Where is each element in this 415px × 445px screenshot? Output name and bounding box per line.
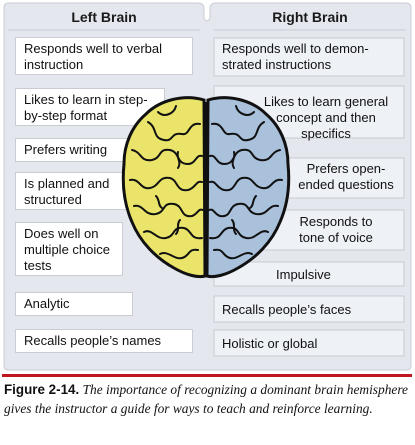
right-item: Responds well to demon-strated instructi…: [222, 41, 369, 72]
right-hemisphere: [205, 96, 291, 279]
right-box-bg: [213, 37, 405, 77]
right-item: Likes to learn general concept and then …: [263, 94, 389, 141]
left-item: Responds well to verbal instruction: [15, 37, 193, 75]
right-brain-header: Right Brain: [272, 9, 348, 25]
caption-rule: [2, 374, 412, 377]
brain-illustration: [121, 96, 291, 279]
right-item: Holistic or global: [222, 336, 318, 351]
right-item: Recalls people’s faces: [222, 302, 352, 317]
left-item: Analytic: [15, 292, 133, 316]
right-item: Impulsive: [276, 267, 331, 282]
right-box-bg: [213, 261, 405, 287]
right-item: Responds to tone of voice: [299, 214, 373, 245]
right-item: Prefers open-ended questions: [298, 161, 394, 192]
right-box-bg: [213, 329, 405, 357]
left-item: Prefers writing: [15, 138, 141, 162]
figure-label: Figure 2-14.: [4, 382, 80, 397]
figure-caption: Figure 2-14. The importance of recognizi…: [4, 380, 408, 418]
right-box-bg: [213, 295, 405, 323]
left-item: Recalls people’s names: [15, 329, 193, 353]
left-brain-header: Left Brain: [71, 9, 137, 25]
left-item: Does well on multiple choice tests: [15, 222, 123, 276]
left-hemisphere: [121, 96, 207, 279]
caption-text: The importance of recognizing a dominant…: [4, 382, 408, 416]
left-item: Is planned and structured: [15, 172, 127, 210]
